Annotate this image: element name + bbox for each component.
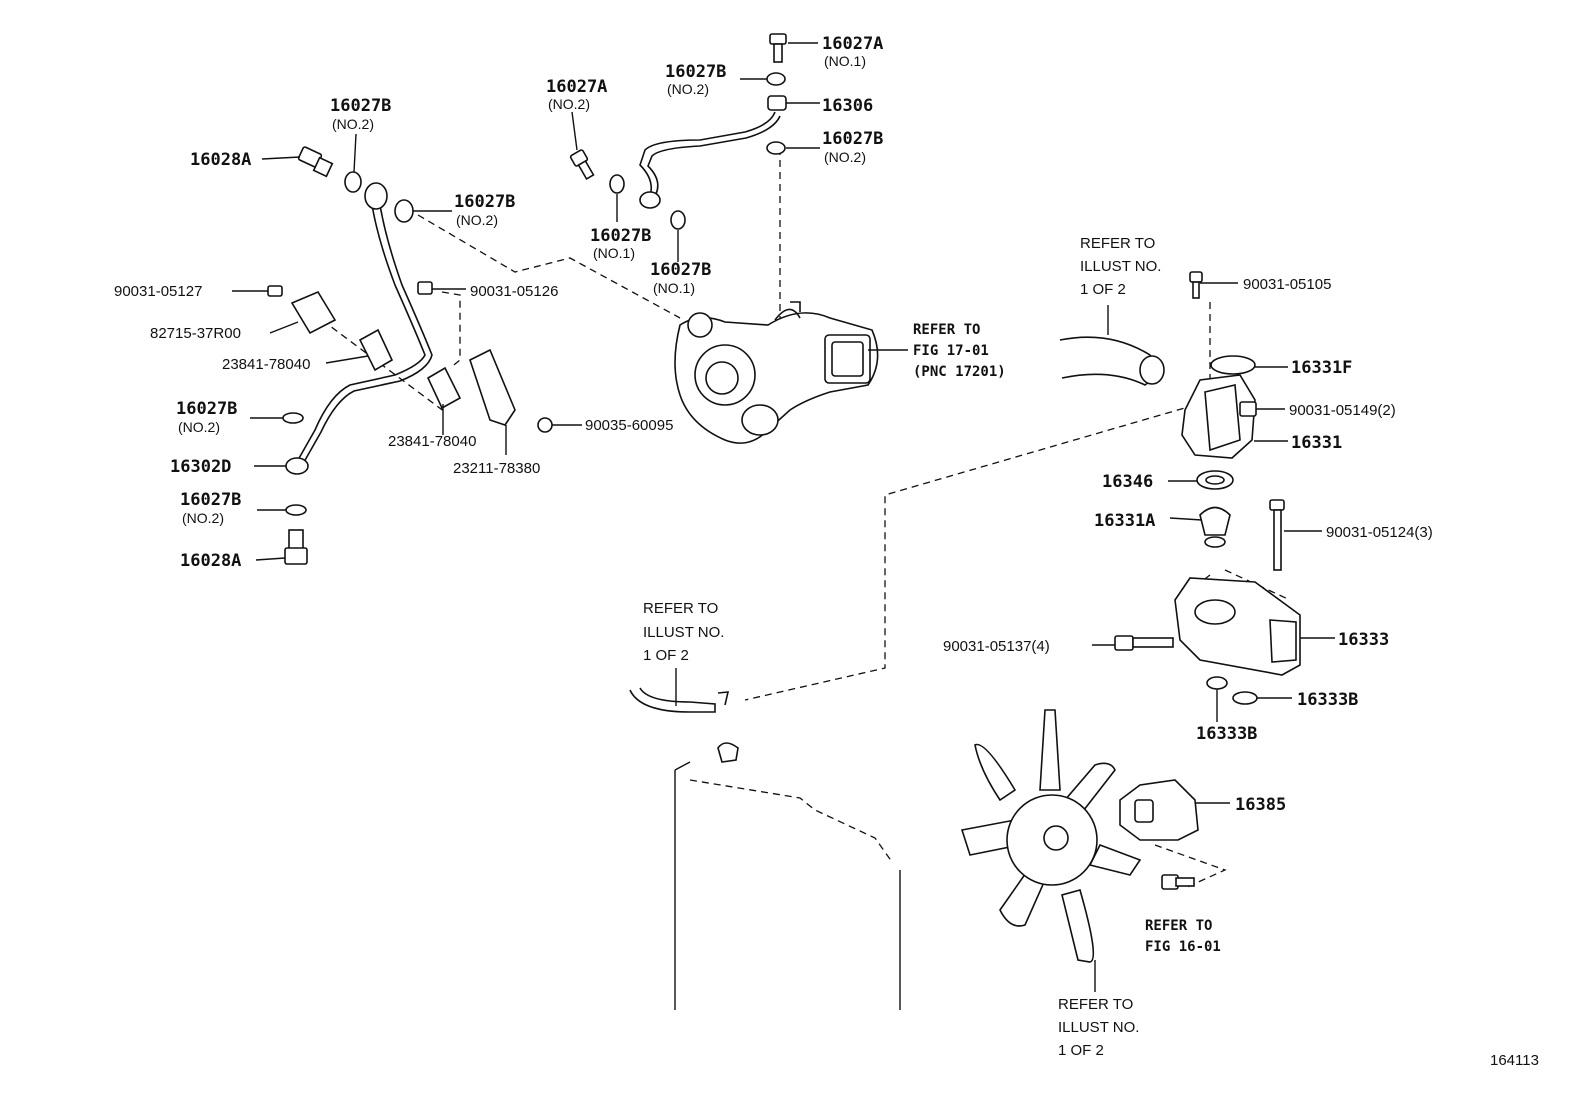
label-16027B-right[interactable]: 16027B <box>822 129 883 149</box>
ref-illust-bottom-line1[interactable]: REFER TO <box>1058 996 1133 1013</box>
diagram-id: 164113 <box>1490 1052 1539 1069</box>
label-16027B-lower[interactable]: 16027B <box>176 399 237 419</box>
label-90031-05127[interactable]: 90031-05127 <box>114 283 202 300</box>
turbocharger <box>674 301 879 444</box>
ref-fig17-line1[interactable]: REFER TO <box>913 322 980 338</box>
label-16331[interactable]: 16331 <box>1291 433 1342 453</box>
label-90031-05105[interactable]: 90031-05105 <box>1243 276 1331 293</box>
ref-fig16-line1[interactable]: REFER TO <box>1145 918 1212 934</box>
label-23211-78380[interactable]: 23211-78380 <box>453 460 540 477</box>
top-fasteners <box>569 33 787 230</box>
ref-fig16-line2[interactable]: FIG 16-01 <box>1145 939 1221 955</box>
ref-illust-bottom-line3[interactable]: 1 OF 2 <box>1058 1042 1104 1059</box>
ref-illust-upper-line1[interactable]: REFER TO <box>1080 235 1155 252</box>
ref-illust-mid-line3[interactable]: 1 OF 2 <box>643 647 689 664</box>
label-16027B-left-top-sub: (NO.2) <box>332 116 374 132</box>
label-16027B-lower-sub: (NO.2) <box>178 419 220 435</box>
ref-illust-mid-line2[interactable]: ILLUST NO. <box>643 624 724 641</box>
label-16027B-top-sub: (NO.2) <box>667 81 709 97</box>
label-16027B-right-sub: (NO.2) <box>824 149 866 165</box>
label-16302D[interactable]: 16302D <box>170 457 231 477</box>
label-16027B-mid-sub: (NO.2) <box>456 212 498 228</box>
label-16027B-no1-a[interactable]: 16027B <box>590 226 651 246</box>
label-16027B-bottom[interactable]: 16027B <box>180 490 241 510</box>
label-16027B-no1-a-sub: (NO.1) <box>593 245 635 261</box>
label-16027A-no2[interactable]: 16027A <box>546 77 607 97</box>
ref-illust-upper-line2[interactable]: ILLUST NO. <box>1080 258 1161 275</box>
label-16027B-mid[interactable]: 16027B <box>454 192 515 212</box>
label-16385[interactable]: 16385 <box>1235 795 1286 815</box>
label-16027A-no2-sub: (NO.2) <box>548 96 590 112</box>
label-23841-78040-b[interactable]: 23841-78040 <box>388 433 476 450</box>
ref-illust-upper-line3[interactable]: 1 OF 2 <box>1080 281 1126 298</box>
label-16028A-top[interactable]: 16028A <box>190 150 251 170</box>
label-16331A[interactable]: 16331A <box>1094 511 1155 531</box>
label-16306[interactable]: 16306 <box>822 96 873 116</box>
label-16346[interactable]: 16346 <box>1102 472 1153 492</box>
water-outlet-assembly <box>1059 271 1301 705</box>
label-16331F[interactable]: 16331F <box>1291 358 1352 378</box>
label-16027A-no1-sub: (NO.1) <box>824 53 866 69</box>
label-16333B-right[interactable]: 16333B <box>1297 690 1358 710</box>
ref-illust-bottom-line2[interactable]: ILLUST NO. <box>1058 1019 1139 1036</box>
fan-assembly <box>960 709 1199 963</box>
ref-illust-mid-line1[interactable]: REFER TO <box>643 600 718 617</box>
ref-fig17-line3[interactable]: (PNC 17201) <box>913 364 1006 380</box>
reference-notes: REFER TO FIG 17-01 (PNC 17201) REFER TO … <box>643 235 1221 1059</box>
label-16027B-no1-b[interactable]: 16027B <box>650 260 711 280</box>
label-90031-05137[interactable]: 90031-05137(4) <box>943 638 1050 655</box>
leader-lines <box>232 42 1335 992</box>
label-16027B-top[interactable]: 16027B <box>665 62 726 82</box>
oil-return-pipe <box>282 146 433 565</box>
brackets <box>267 281 553 433</box>
label-16028A-bottom[interactable]: 16028A <box>180 551 241 571</box>
label-90031-05149[interactable]: 90031-05149(2) <box>1289 402 1396 419</box>
label-16027B-no1-b-sub: (NO.1) <box>653 280 695 296</box>
label-82715-37R00[interactable]: 82715-37R00 <box>150 325 241 342</box>
label-90031-05124[interactable]: 90031-05124(3) <box>1326 524 1433 541</box>
label-16333B-bottom[interactable]: 16333B <box>1196 724 1257 744</box>
label-16333[interactable]: 16333 <box>1338 630 1389 650</box>
oil-feed-pipe <box>639 95 787 209</box>
label-23841-78040-a[interactable]: 23841-78040 <box>222 356 310 373</box>
ref-fig17-line2[interactable]: FIG 17-01 <box>913 343 989 359</box>
label-16027A-no1[interactable]: 16027A <box>822 34 883 54</box>
label-16027B-bottom-sub: (NO.2) <box>182 510 224 526</box>
label-90035-60095[interactable]: 90035-60095 <box>585 417 673 434</box>
part-labels: 16027A (NO.1) 16027B (NO.2) 16306 16027B… <box>114 34 1433 815</box>
radiator-outline <box>629 687 901 1010</box>
label-16027B-left-top[interactable]: 16027B <box>330 96 391 116</box>
label-90031-05126[interactable]: 90031-05126 <box>470 283 558 300</box>
